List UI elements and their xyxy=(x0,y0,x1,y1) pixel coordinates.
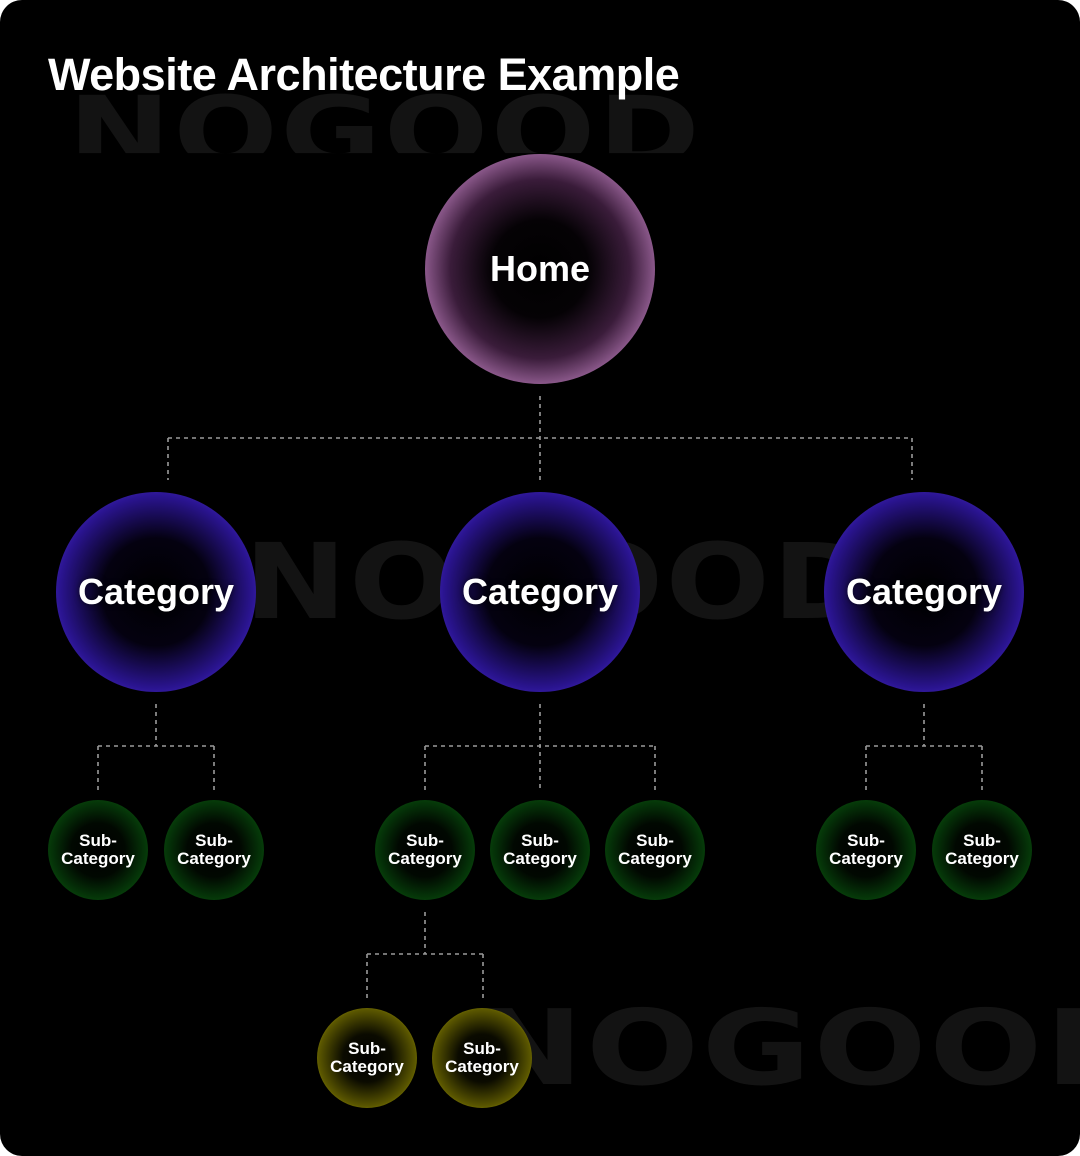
sub-subcategory-label-line1: Sub- xyxy=(463,1038,501,1058)
sub-subcategory-label-line2: Category xyxy=(330,1057,404,1076)
subcategory-label-line1: Sub- xyxy=(963,830,1001,850)
subcategory-node: Sub-Category xyxy=(375,800,475,900)
subcategory-label-line2: Category xyxy=(829,849,903,868)
subcategory-label-line1: Sub- xyxy=(636,830,674,850)
subcategory-node: Sub-Category xyxy=(490,800,590,900)
subcategory-label-line2: Category xyxy=(61,849,135,868)
subcategory-label-line1: Sub- xyxy=(406,830,444,850)
subcategory-label-line2: Category xyxy=(503,849,577,868)
connector-category-2-to-subcategories xyxy=(424,704,656,790)
connector-category-3-to-subcategories xyxy=(865,704,983,790)
sub-subcategory-label-line1: Sub- xyxy=(348,1038,386,1058)
home-node-label: Home xyxy=(489,248,591,289)
subcategory-node: Sub-Category xyxy=(605,800,705,900)
watermark-logo: NOGOOD xyxy=(68,76,703,188)
subcategory-label-line2: Category xyxy=(618,849,692,868)
subcategory-label-line2: Category xyxy=(177,849,251,868)
subcategory-label-line1: Sub- xyxy=(79,830,117,850)
home-node: Home xyxy=(425,154,655,384)
sub-subcategory-label-line2: Category xyxy=(445,1057,519,1076)
connector-home-to-categories xyxy=(167,396,913,480)
category-node: Category xyxy=(56,492,256,692)
category-node-label: Category xyxy=(77,571,235,612)
category-node-label: Category xyxy=(461,571,619,612)
page-title: Website Architecture Example xyxy=(48,49,680,100)
category-node-label: Category xyxy=(845,571,1003,612)
sub-subcategory-node: Sub-Category xyxy=(317,1008,417,1108)
category-node: Category xyxy=(824,492,1024,692)
subcategory-node: Sub-Category xyxy=(932,800,1032,900)
watermark-logo: NOGOOD xyxy=(472,987,1080,1109)
subcategory-node: Sub-Category xyxy=(816,800,916,900)
subcategory-node: Sub-Category xyxy=(164,800,264,900)
connector-category-1-to-subcategories xyxy=(97,704,215,790)
sub-subcategory-node: Sub-Category xyxy=(432,1008,532,1108)
subcategory-label-line2: Category xyxy=(388,849,462,868)
category-node: Category xyxy=(440,492,640,692)
subcategory-label-line1: Sub- xyxy=(847,830,885,850)
subcategory-label-line2: Category xyxy=(945,849,1019,868)
subcategory-label-line1: Sub- xyxy=(521,830,559,850)
connector-subcategory-to-sub-subcategories xyxy=(366,912,484,998)
subcategory-label-line1: Sub- xyxy=(195,830,233,850)
subcategory-node: Sub-Category xyxy=(48,800,148,900)
